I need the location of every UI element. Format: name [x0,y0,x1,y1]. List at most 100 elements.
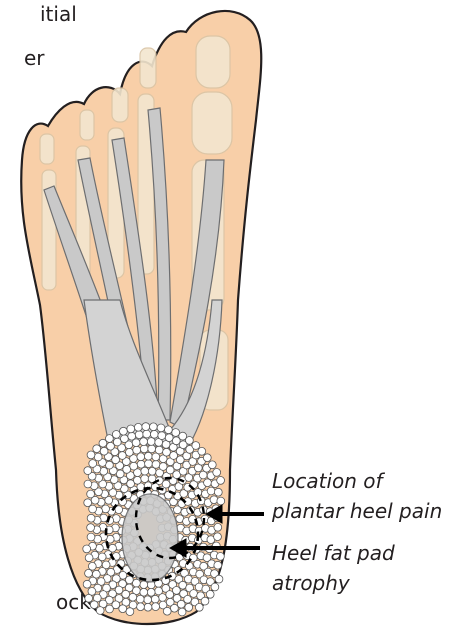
fat-cell [206,590,214,598]
fat-cell [127,425,135,433]
fat-cell [102,505,110,513]
fat-cell [195,603,203,611]
fat-cell [165,434,173,442]
fat-cell [123,466,131,474]
fat-cell [165,426,173,434]
fat-cell [84,480,92,488]
fat-cell [152,461,160,469]
fat-cell [148,467,156,475]
fat-cell [201,597,209,605]
fat-cell [159,463,167,471]
fat-cell [90,601,98,609]
fat-cell [83,545,91,553]
fat-cell [144,452,152,460]
fat-cell [178,608,186,616]
fat-cell [213,469,221,477]
fat-cell [87,451,95,459]
fat-cell [130,462,138,470]
fat-cell [215,575,223,583]
fat-cell [120,427,128,435]
fat-cell [129,593,137,601]
fat-cell [157,424,165,432]
fat-cell [134,423,142,431]
fat-cell [148,445,156,453]
fat-cell [217,477,225,485]
fat-cell [137,460,145,468]
fat-cell [141,475,149,483]
fat-cell [152,603,160,611]
fat-cell [100,447,108,455]
fat-cell [207,487,215,495]
fat-cell [145,460,153,468]
fat-cell [87,514,95,522]
fat-cell [217,497,225,505]
fat-cell [83,580,91,588]
fat-cell [171,604,179,612]
fat-cell [147,588,155,596]
fat-cell [112,431,120,439]
fat-cell [147,438,155,446]
label-atrophy-line1: Heel fat pad [272,540,395,566]
fat-cell [135,431,143,439]
fat-cell [113,438,121,446]
fat-cell [217,553,225,561]
fat-cell [214,533,222,541]
label-location-line2: plantar heel pain [272,498,442,524]
fat-cell [144,603,152,611]
fat-cell [84,467,92,475]
fat-cell [85,569,93,577]
fat-cell [172,429,180,437]
fat-cell [159,594,167,602]
fat-cell [204,479,212,487]
fat-cell [126,608,134,616]
label-location-line1: Location of [272,468,383,494]
fat-cell [150,423,158,431]
fat-cell [84,499,92,507]
fat-cell [106,605,114,613]
fat-cell [93,445,101,453]
fat-cell [106,435,114,443]
fat-cell [198,447,206,455]
fat-cell [151,595,159,603]
fat-cell [192,442,200,450]
fat-cell [140,438,148,446]
fat-cell [133,446,141,454]
fat-cell [137,603,145,611]
fat-cell [89,460,97,468]
fat-cell [214,561,222,569]
fat-cell [211,583,219,591]
fat-cell [214,523,222,531]
calcaneus [122,494,178,582]
fat-cell [214,488,222,496]
fat-cell [128,432,136,440]
fat-cell [140,445,148,453]
fat-cell [208,461,216,469]
fat-cell [136,595,144,603]
fat-cell [166,591,174,599]
fat-cell [143,430,151,438]
fat-cell [119,605,127,613]
fat-cell [203,454,211,462]
fat-cell [142,423,150,431]
fat-cell [134,476,142,484]
fat-cell [158,432,166,440]
fat-cell [163,607,171,615]
fat-cell [96,607,104,615]
fat-cell [150,430,158,438]
fat-cell [88,562,96,570]
fat-cell [163,448,171,456]
fat-cell [121,435,129,443]
label-atrophy-line2: atrophy [272,570,350,596]
fat-cell [87,533,95,541]
fat-cell [144,596,152,604]
fat-cell [118,452,126,460]
fat-cell [85,554,93,562]
fat-cell [94,453,102,461]
fat-cell [125,448,133,456]
fat-cell [186,437,194,445]
fat-cell [85,594,93,602]
fat-cell [87,490,95,498]
fat-cell [107,442,115,450]
fat-cell [87,524,95,532]
